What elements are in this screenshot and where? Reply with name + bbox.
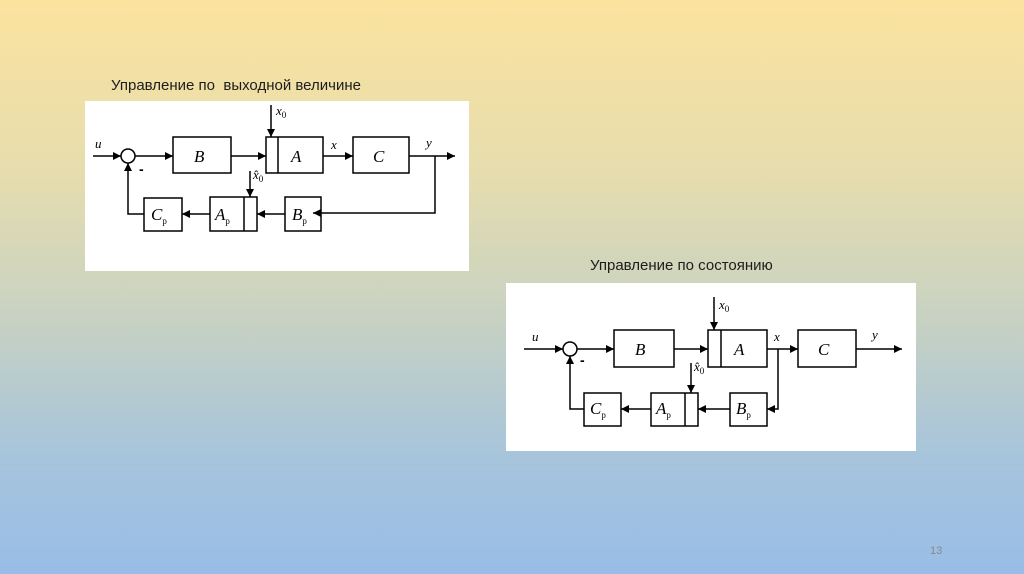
label-block-a: A	[733, 340, 745, 359]
label-x0hat: x̂0	[252, 167, 264, 184]
diagram-output-control: u - B A C x0 x y x̂0 Cp Ap Bp	[85, 101, 469, 271]
label-x0: x0	[718, 297, 730, 314]
label-block-ap: Ap	[214, 205, 230, 226]
line-cp-to-sum	[566, 356, 584, 410]
summing-junction	[562, 341, 578, 357]
label-block-a: A	[290, 147, 302, 166]
caption-output-control: Управление по выходной величине	[111, 77, 361, 94]
line-feedback-y	[313, 156, 436, 217]
block-c	[352, 136, 410, 174]
label-x: x	[773, 329, 780, 344]
slide-number: 13	[930, 545, 943, 557]
label-block-c: C	[373, 147, 385, 166]
block-a	[265, 136, 324, 174]
block-b	[172, 136, 232, 174]
label-minus: -	[139, 161, 144, 177]
label-block-cp: Cp	[590, 399, 606, 420]
label-u: u	[95, 136, 102, 151]
label-block-c: C	[818, 340, 830, 359]
label-block-b: B	[194, 147, 205, 166]
block-diagram-output: u - B A C x0 x y x̂0 Cp Ap Bp	[93, 103, 455, 232]
label-block-ap: Ap	[655, 399, 671, 420]
block-diagram-state: u - B A C x0 x y x̂0 Cp Ap Bp	[524, 297, 902, 427]
label-x0: x0	[275, 103, 287, 120]
summing-junction	[120, 148, 136, 164]
line-cp-to-sum	[124, 163, 144, 215]
caption-state-control: Управление по состоянию	[590, 257, 773, 274]
label-block-bp: Bp	[736, 399, 751, 420]
label-x0hat: x̂0	[693, 359, 705, 376]
block-cp	[143, 197, 183, 232]
label-minus: -	[580, 352, 585, 368]
label-x: x	[330, 137, 337, 152]
label-u: u	[532, 329, 539, 344]
label-y: y	[870, 327, 878, 342]
label-y: y	[424, 135, 432, 150]
label-block-cp: Cp	[151, 205, 167, 226]
line-feedback-x	[767, 349, 779, 413]
label-block-bp: Bp	[292, 205, 307, 226]
label-block-b: B	[635, 340, 646, 359]
diagram-state-control: u - B A C x0 x y x̂0 Cp Ap Bp	[506, 283, 916, 451]
